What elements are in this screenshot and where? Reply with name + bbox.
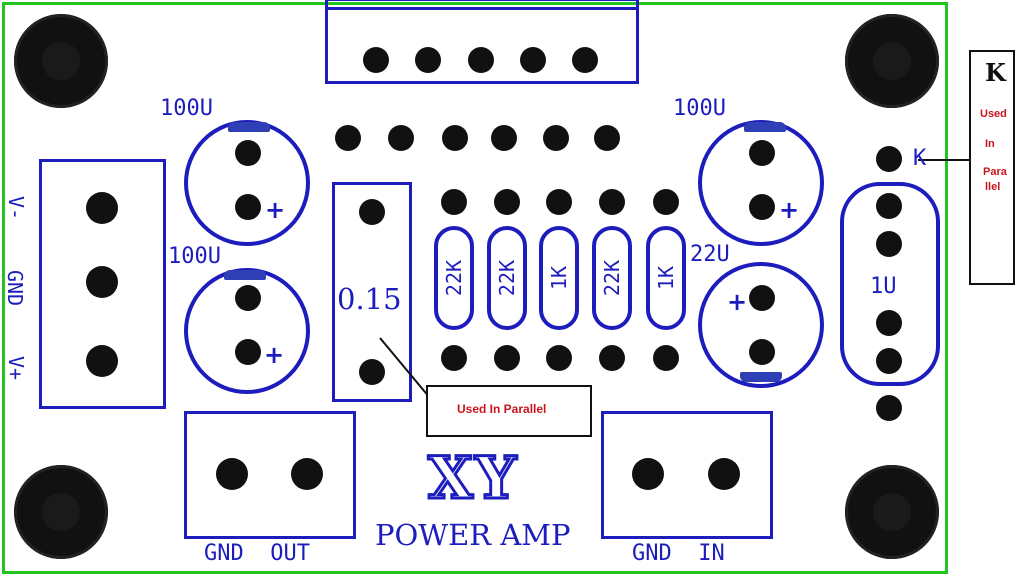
capacitor-pin: [235, 285, 261, 311]
k-note-title: K: [985, 58, 1006, 87]
capacitor-polarity-mark: [740, 372, 782, 382]
terminal-pin: [291, 458, 323, 490]
label-cap-100u: 100U: [673, 96, 726, 121]
via: [543, 125, 569, 151]
via: [594, 125, 620, 151]
ic-pin: [572, 47, 598, 73]
film-capacitor: [840, 182, 940, 386]
parallel-callout: Used In Parallel: [426, 385, 592, 437]
plus-marker: +: [265, 196, 286, 224]
resistor-pin: [599, 345, 625, 371]
label-gnd-in: GND IN: [632, 541, 725, 566]
input-terminal: [601, 411, 773, 539]
via: [491, 125, 517, 151]
plus-marker: +: [779, 196, 800, 224]
k-note-line: Used: [980, 108, 1007, 120]
capacitor-pin: [749, 285, 775, 311]
capacitor-pin: [749, 194, 775, 220]
capacitor-polarity-mark: [744, 122, 786, 132]
capacitor-pin: [235, 339, 261, 365]
k-note-line: Para: [983, 166, 1007, 178]
resistor-pin: [546, 345, 572, 371]
label-k-pin: K: [913, 146, 927, 171]
resistor-label: 22K: [442, 259, 466, 297]
plus-marker: +: [264, 341, 285, 369]
resistor-pin: [494, 345, 520, 371]
capacitor-pin: [749, 339, 775, 365]
electrolytic-capacitor: [698, 120, 824, 246]
capacitor-polarity-mark: [224, 270, 266, 280]
xy-logo: XY: [426, 444, 519, 512]
board-outline: [2, 2, 948, 574]
resistor: 22K: [592, 226, 632, 330]
resistor-label: 22K: [495, 259, 519, 297]
via: [388, 125, 414, 151]
resistor-label: 1K: [654, 265, 678, 291]
mounting-hole: [14, 14, 108, 108]
label-resistor-value: 0.15: [337, 282, 402, 316]
resistor-label: 22K: [600, 259, 624, 297]
plus-marker: +: [727, 288, 748, 316]
resistor-pin: [441, 345, 467, 371]
cap-pin: [876, 395, 902, 421]
via: [335, 125, 361, 151]
capacitor-pin: [235, 140, 261, 166]
terminal-pin: [216, 458, 248, 490]
power-resistor: [332, 182, 412, 402]
ic-pin: [520, 47, 546, 73]
mounting-hole: [845, 465, 939, 559]
resistor: 22K: [487, 226, 527, 330]
capacitor-pin: [749, 140, 775, 166]
power-terminal: [39, 159, 166, 409]
label-cap-100u: 100U: [160, 96, 213, 121]
resistor-pin: [653, 189, 679, 215]
resistor: 1K: [539, 226, 579, 330]
cap-pin: [876, 193, 902, 219]
k-note-line: llel: [985, 181, 1001, 193]
cap-pin: [876, 231, 902, 257]
ic-pin: [415, 47, 441, 73]
resistor-pin: [359, 199, 385, 225]
resistor-pin: [359, 359, 385, 385]
parallel-callout-text: Used In Parallel: [457, 402, 547, 416]
capacitor-polarity-mark: [228, 122, 270, 132]
ic-pin: [468, 47, 494, 73]
cap-pin: [876, 146, 902, 172]
resistor: 22K: [434, 226, 474, 330]
cap-pin: [876, 348, 902, 374]
via: [442, 125, 468, 151]
label-cap-100u: 100U: [168, 244, 221, 269]
resistor-label: 1K: [547, 265, 571, 291]
terminal-pin: [86, 192, 118, 224]
resistor: 1K: [646, 226, 686, 330]
output-terminal: [184, 411, 356, 539]
resistor-pin: [599, 189, 625, 215]
label-gnd-out: GND OUT: [204, 541, 310, 566]
resistor-pin: [546, 189, 572, 215]
resistor-pin: [441, 189, 467, 215]
k-note-box: K Used In Para llel: [969, 50, 1015, 285]
product-name: POWER AMP: [375, 518, 571, 552]
label-film-cap: 1U: [870, 274, 897, 299]
terminal-pin: [632, 458, 664, 490]
terminal-pin: [86, 266, 118, 298]
terminal-pin: [708, 458, 740, 490]
terminal-pin: [86, 345, 118, 377]
ic-header: [325, 0, 639, 84]
capacitor-pin: [235, 194, 261, 220]
ic-pin: [363, 47, 389, 73]
label-cap-22u: 22U: [690, 242, 730, 267]
resistor-pin: [653, 345, 679, 371]
mounting-hole: [845, 14, 939, 108]
mounting-hole: [14, 465, 108, 559]
cap-pin: [876, 310, 902, 336]
ic-header-bar: [328, 7, 636, 10]
resistor-pin: [494, 189, 520, 215]
electrolytic-capacitor: [698, 262, 824, 388]
k-note-line: In: [985, 138, 995, 150]
